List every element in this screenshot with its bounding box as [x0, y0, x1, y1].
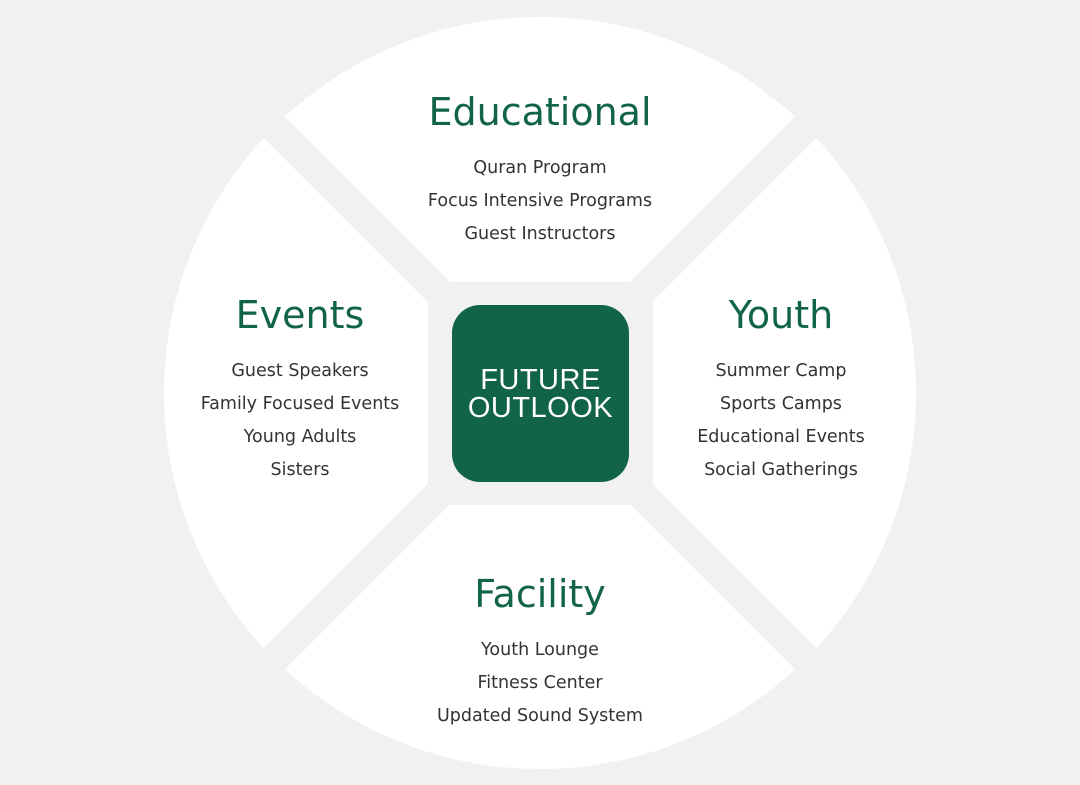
center-line-2: OUTLOOK: [467, 391, 614, 424]
list-item: Fitness Center: [477, 673, 603, 693]
list-item: Summer Camp: [715, 361, 847, 381]
list-item: Guest Speakers: [231, 361, 369, 381]
list-item: Quran Program: [473, 158, 607, 178]
section-educational: Educational Quran Program Focus Intensiv…: [380, 90, 700, 251]
list-item: Sports Camps: [720, 394, 842, 414]
section-facility: Facility Youth Lounge Fitness Center Upd…: [380, 572, 700, 733]
list-item: Family Focused Events: [200, 394, 400, 414]
list-item: Youth Lounge: [481, 640, 599, 660]
section-youth: Youth Summer Camp Sports Camps Education…: [621, 293, 941, 487]
list-item: Updated Sound System: [437, 706, 643, 726]
center-line-1: FUTURE: [480, 363, 601, 396]
list-item: Sisters: [270, 460, 330, 480]
list-item: Educational Events: [697, 427, 865, 447]
section-title: Youth: [728, 293, 834, 337]
center-badge-future-outlook: FUTURE OUTLOOK: [452, 305, 629, 482]
section-title: Facility: [474, 572, 606, 616]
list-item: Social Gatherings: [704, 460, 858, 480]
list-item: Young Adults: [243, 427, 357, 447]
section-title: Educational: [428, 90, 652, 134]
section-title: Events: [235, 293, 365, 337]
section-events: Events Guest Speakers Family Focused Eve…: [140, 293, 460, 487]
list-item: Focus Intensive Programs: [427, 191, 653, 211]
list-item: Guest Instructors: [464, 224, 616, 244]
